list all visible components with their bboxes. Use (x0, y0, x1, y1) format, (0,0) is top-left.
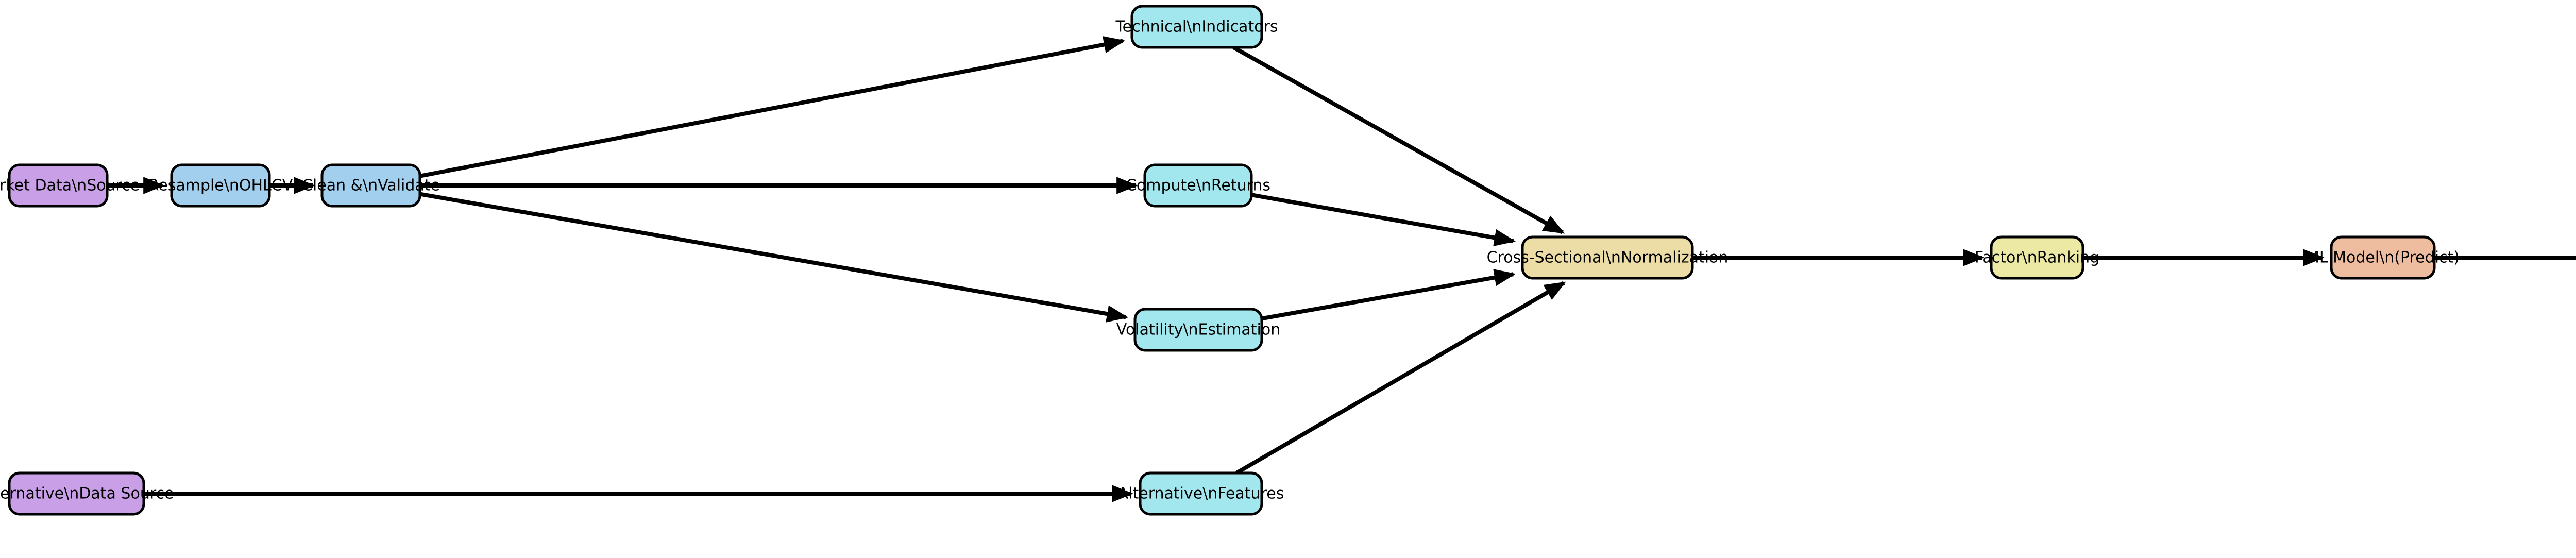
edge-technical-to-cross_sectional (1232, 45, 1565, 234)
node-shape-market_data (8, 163, 109, 208)
node-shape-resample (170, 163, 271, 208)
node-volatility[interactable]: Volatility\nEstimation (1116, 308, 1280, 352)
edge-alt_features-to-cross_sectional (1235, 281, 1566, 475)
node-layer: Market Data\nSourceResample\nOHLCVClean … (0, 5, 2460, 516)
node-shape-clean_validate (320, 163, 421, 208)
node-compute_returns[interactable]: Compute\nReturns (1126, 163, 1270, 208)
node-shape-technical (1130, 5, 1263, 49)
node-clean_validate[interactable]: Clean &\nValidate (302, 163, 440, 208)
node-shape-compute_returns (1143, 163, 1253, 208)
edge-compute_returns-to-cross_sectional (1251, 193, 1516, 246)
node-shape-volatility (1133, 308, 1263, 352)
node-cross_sectional[interactable]: Cross-Sectional\nNormalization (1487, 235, 1728, 280)
node-factor_ranking[interactable]: Factor\nRanking (1975, 235, 2099, 280)
node-alt_features[interactable]: Alternative\nFeatures (1118, 471, 1284, 516)
edge-clean_validate-to-technical (419, 36, 1126, 178)
edge-clean_validate-to-volatility (419, 192, 1128, 323)
node-shape-alt_data_source (8, 471, 145, 516)
node-technical[interactable]: Technical\nIndicators (1115, 5, 1278, 49)
node-shape-ml_model (2330, 235, 2436, 280)
node-shape-alt_features (1139, 471, 1263, 516)
edge-layer (107, 36, 2576, 502)
node-shape-cross_sectional (1521, 235, 1694, 280)
edge-volatility-to-cross_sectional (1261, 269, 1516, 321)
node-shape-factor_ranking (1990, 235, 2084, 280)
